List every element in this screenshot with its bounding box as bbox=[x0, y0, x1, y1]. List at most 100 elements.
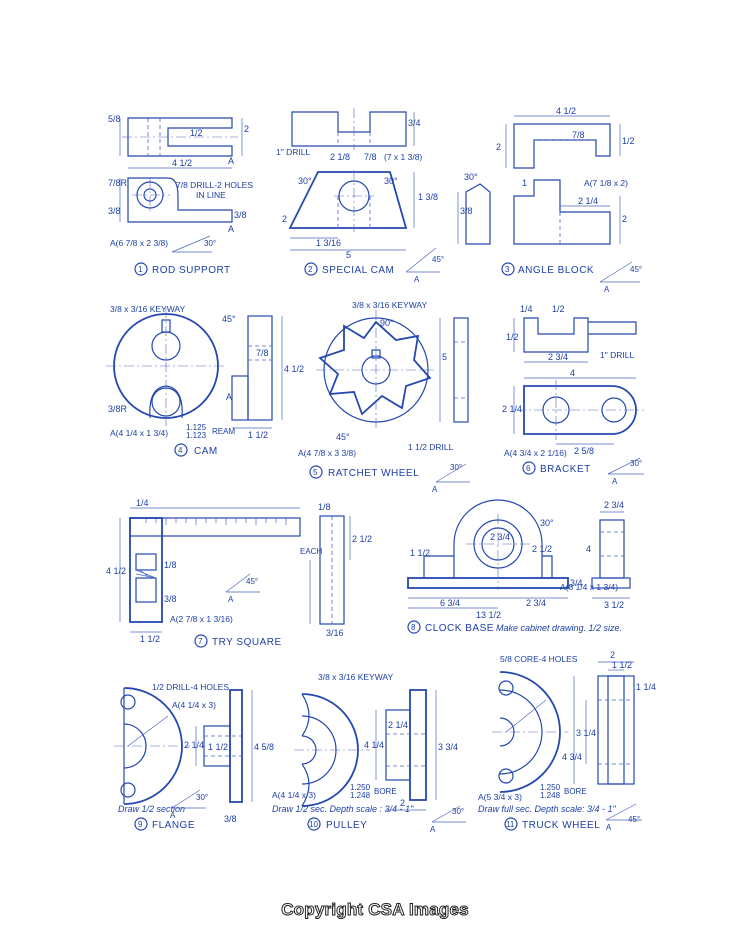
angle-block-dim-h: 3/8 bbox=[460, 206, 473, 216]
try-square-dim-g: 3/16 bbox=[326, 628, 344, 638]
clock-base-dim-g: 3/4 bbox=[570, 578, 583, 588]
bracket-angle: 30° bbox=[630, 459, 642, 468]
cam-ream-2: 1.123 bbox=[186, 431, 207, 440]
try-square-a-mark: A bbox=[228, 595, 234, 604]
try-square-angle: 45° bbox=[246, 577, 258, 586]
flange-dim-d: 3/8 bbox=[224, 814, 237, 824]
truck-wheel-dim-c: 1 1/4 bbox=[636, 682, 656, 692]
bracket-dim-g: 2 5/8 bbox=[574, 446, 594, 456]
rod-support-dim-f: 3/8 bbox=[108, 206, 121, 216]
bracket-dim-e: 4 bbox=[570, 368, 575, 378]
pulley-bore-label: BORE bbox=[374, 787, 397, 796]
special-cam-dim-a: 3/4 bbox=[408, 118, 421, 128]
try-square-handle: 4 1/2 1/8 3/8 1 1/2 A(2 7/8 x 1 3/16) bbox=[106, 517, 233, 644]
pulley-dim-a: 4 1/4 bbox=[364, 740, 384, 750]
truck-wheel-core-note: 5/8 CORE-4 HOLES bbox=[500, 654, 578, 664]
try-square-dim-b: 4 1/2 bbox=[106, 566, 126, 576]
rod-support-dim-d: 4 1/2 bbox=[172, 158, 192, 168]
special-cam-a-mark: A bbox=[414, 275, 420, 284]
ratchet-aux-label: A(4 7/8 x 3 3/8) bbox=[298, 448, 356, 458]
angle-block-aux-label: A(7 1/8 x 2) bbox=[584, 178, 628, 188]
pulley-bore-2: 1.248 bbox=[350, 791, 371, 800]
cam-side-view: 7/8 4 1/2 1 1/2 A bbox=[226, 315, 304, 440]
figure-rod-support: 5/8 1/2 2 4 1/2 A 7/8R 3/8 3/8 7/8 DRILL… bbox=[108, 114, 253, 276]
flange-section-note: Draw 1/2 section bbox=[118, 804, 185, 814]
angle-block-dim-e: 1 bbox=[522, 178, 527, 188]
pulley-bore-1: 1.250 bbox=[350, 783, 371, 792]
angle-block-angle: 45° bbox=[630, 265, 642, 274]
special-cam-angle-1: 30° bbox=[298, 176, 312, 186]
angle-block-front-view: 2 1/4 2 bbox=[513, 179, 627, 245]
pulley-caption: PULLEY bbox=[326, 820, 367, 831]
figure-try-square: 1/4 4 1/2 1/8 3/8 1 1/2 A(2 7/8 x 1 3/16… bbox=[106, 498, 372, 648]
angle-block-dim-c: 2 bbox=[496, 142, 501, 152]
special-cam-top-view: 3/4 2 1/8 7/8 (7 x 1 3/8) 1" DRILL bbox=[276, 108, 422, 162]
angle-block-number: 3 bbox=[505, 265, 510, 274]
copyright-watermark: Copyright CSA Images bbox=[281, 900, 469, 920]
clock-base-angle: 30° bbox=[540, 518, 554, 528]
truck-wheel-aux-label: A(5 3/4 x 3) bbox=[478, 792, 522, 802]
truck-wheel-number: 11 bbox=[506, 820, 515, 829]
cam-ream-label: REAM bbox=[212, 427, 235, 436]
cam-angle: 45° bbox=[222, 314, 236, 324]
angle-block-top-view: 4 1/2 7/8 2 1/2 1 A(7 1/8 x 2) bbox=[496, 106, 635, 188]
truck-wheel-front-view: 5/8 CORE-4 HOLES A(5 3/4 x 3) Draw full … bbox=[478, 654, 617, 814]
truck-wheel-depth-note: Draw full sec. Depth scale: 3/4 - 1" bbox=[478, 804, 617, 814]
rod-support-caption: ROD SUPPORT bbox=[152, 265, 231, 276]
figure-bracket: 1/4 1/2 1/2 2 3/4 1" DRILL 4 2 1/4 2 5/8… bbox=[502, 304, 644, 486]
truck-wheel-dim-d: 3 1/4 bbox=[576, 728, 596, 738]
ratchet-wheel-side-view: 5 bbox=[439, 317, 469, 423]
ratchet-angle-45: 45° bbox=[336, 432, 350, 442]
angle-block-a-mark: A bbox=[604, 285, 610, 294]
ratchet-dim-5: 5 bbox=[442, 352, 447, 362]
figure-flange: 1/2 DRILL-4 HOLES A(4 1/4 x 3) Draw 1/2 … bbox=[114, 682, 274, 831]
rod-support-dim-b: 1/2 bbox=[190, 128, 203, 138]
pulley-dim-b: 2 1/4 bbox=[388, 720, 408, 730]
bracket-front-view: 4 2 1/4 2 5/8 A(4 3/4 x 2 1/16) bbox=[502, 368, 644, 458]
ratchet-caption: RATCHET WHEEL bbox=[328, 468, 419, 479]
truck-wheel-angle: 45° bbox=[628, 815, 640, 824]
cam-aux-label: A(4 1/4 x 1 3/4) bbox=[110, 428, 168, 438]
try-square-blade: 1/4 bbox=[129, 498, 301, 537]
clock-base-dim-i: 4 bbox=[586, 544, 591, 554]
clock-base-aux-label: A(8 1/4 x 1 3/4) bbox=[560, 582, 618, 592]
pulley-a-mark: A bbox=[430, 825, 436, 834]
try-square-dim-f: 2 1/2 bbox=[352, 534, 372, 544]
ratchet-angle-90: 90° bbox=[380, 318, 394, 328]
try-square-each: EACH bbox=[300, 547, 322, 556]
angle-block-dim-a: 4 1/2 bbox=[556, 106, 576, 116]
ratchet-number: 5 bbox=[313, 468, 318, 477]
pulley-angle: 30° bbox=[452, 807, 464, 816]
cam-number: 4 bbox=[178, 446, 183, 455]
special-cam-angle-2: 30° bbox=[384, 176, 398, 186]
special-cam-dim-c: 7/8 bbox=[364, 152, 377, 162]
clock-base-number: 8 bbox=[411, 623, 416, 632]
flange-dim-a: 2 1/4 bbox=[184, 740, 204, 750]
bracket-dim-c: 1/2 bbox=[506, 332, 519, 342]
truck-wheel-caption: TRUCK WHEEL bbox=[522, 820, 600, 831]
figure-pulley: 3/8 x 3/16 KEYWAY A(4 1/4 x 3) Draw 1/2 … bbox=[272, 672, 466, 834]
flange-dim-b: 1 1/2 bbox=[208, 742, 228, 752]
cam-dim-b: 4 1/2 bbox=[284, 364, 304, 374]
clock-base-dim-b: 2 1/2 bbox=[532, 544, 552, 554]
angle-block-dim-f: 2 1/4 bbox=[578, 196, 598, 206]
ratchet-wheel-front-view: 3/8 x 3/16 KEYWAY 90° 45° 1 1/2 DRILL A(… bbox=[298, 300, 454, 458]
pulley-depth-note: Draw 1/2 sec. Depth scale : 3/4 - 1" bbox=[272, 804, 414, 814]
pulley-dim-d: 2 bbox=[400, 798, 405, 808]
ratchet-angle-30: 30° bbox=[450, 463, 462, 472]
try-square-dim-d: 3/8 bbox=[164, 594, 177, 604]
clock-base-dim-h: 2 3/4 bbox=[604, 500, 624, 510]
try-square-caption: TRY SQUARE bbox=[212, 637, 282, 648]
try-square-dim-h: 1/8 bbox=[318, 502, 331, 512]
angle-block-dim-b: 7/8 bbox=[572, 130, 585, 140]
bracket-dim-d: 2 3/4 bbox=[548, 352, 568, 362]
figure-angle-block: 4 1/2 7/8 2 1/2 1 A(7 1/8 x 2) 2 1/4 2 3… bbox=[457, 106, 642, 294]
special-cam-dim-g: 5 bbox=[346, 250, 351, 260]
cam-keyway-note: 3/8 x 3/16 KEYWAY bbox=[110, 304, 185, 314]
try-square-aux-label: A(2 7/8 x 1 3/16) bbox=[170, 614, 233, 624]
try-square-dim-e: 1 1/2 bbox=[140, 634, 160, 644]
rod-support-front-view: 7/8R 3/8 3/8 7/8 DRILL-2 HOLES IN LINE A bbox=[108, 177, 253, 234]
truck-wheel-a-mark: A bbox=[606, 823, 612, 832]
try-square-dim-c: 1/8 bbox=[164, 560, 177, 570]
